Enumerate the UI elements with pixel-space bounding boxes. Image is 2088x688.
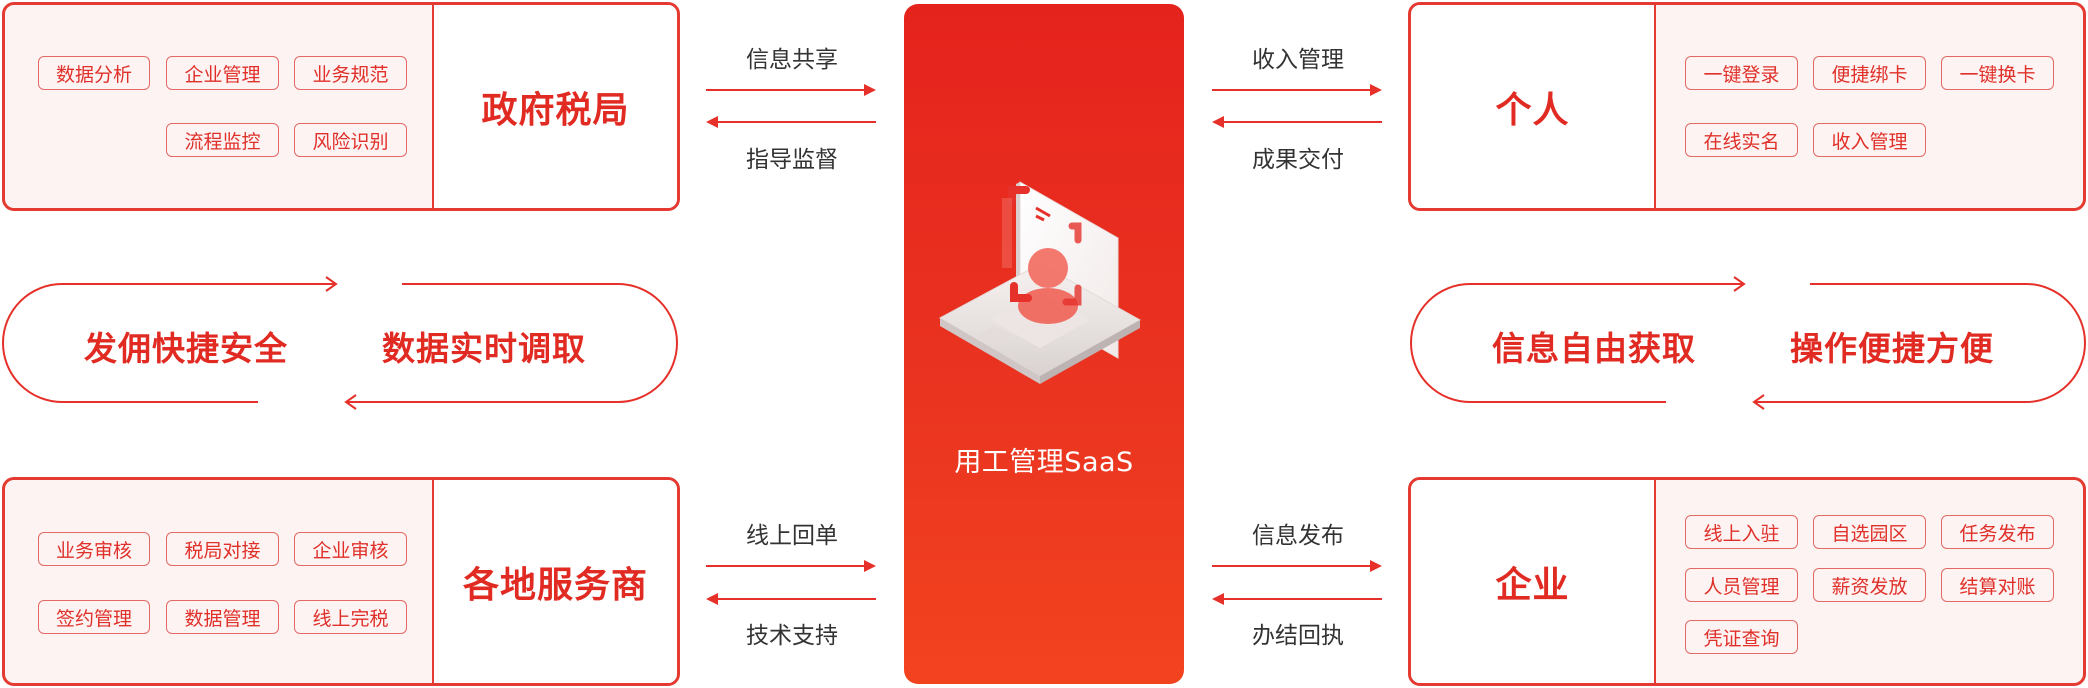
tag: 一键换卡 bbox=[1941, 56, 2054, 90]
providers-title-panel: 各地服务商 bbox=[432, 480, 677, 683]
tag: 便捷绑卡 bbox=[1813, 56, 1926, 90]
tag: 风险识别 bbox=[294, 123, 407, 157]
tag: 结算对账 bbox=[1941, 568, 2054, 602]
arrow-left-icon bbox=[706, 116, 876, 128]
tag: 企业管理 bbox=[166, 56, 279, 90]
tag: 签约管理 bbox=[38, 600, 150, 634]
arrow-right-icon bbox=[1212, 560, 1382, 572]
flow-label-delivery: 成果交付 bbox=[1252, 147, 1344, 173]
tag: 流程监控 bbox=[166, 123, 279, 157]
pill-text-realtime-data: 数据实时调取 bbox=[382, 329, 586, 368]
flow-label-receipt-back: 办结回执 bbox=[1252, 623, 1344, 649]
flow-label-tech-support: 技术支持 bbox=[746, 623, 838, 649]
providers-card: 各地服务商 业务审核 税局对接 企业审核 签约管理 数据管理 线上完税 bbox=[2, 477, 680, 686]
flow-label-info-share: 信息共享 bbox=[746, 47, 838, 73]
providers-title: 各地服务商 bbox=[462, 564, 648, 606]
flow-label-income-mgmt: 收入管理 bbox=[1252, 47, 1344, 73]
tag: 企业审核 bbox=[294, 532, 407, 566]
center-platform-title: 用工管理SaaS bbox=[954, 447, 1134, 478]
flow-label-info-publish: 信息发布 bbox=[1252, 523, 1344, 549]
tag: 税局对接 bbox=[166, 532, 279, 566]
enterprise-title-panel: 企业 bbox=[1411, 480, 1656, 683]
flow-label-online-receipt: 线上回单 bbox=[746, 523, 838, 549]
tag: 一键登录 bbox=[1685, 56, 1798, 90]
tag: 业务审核 bbox=[38, 532, 150, 566]
personal-title-panel: 个人 bbox=[1411, 5, 1656, 208]
flow-label-guidance: 指导监督 bbox=[746, 147, 838, 173]
arrow-right-icon bbox=[706, 84, 876, 96]
pill-text-easy-operation: 操作便捷方便 bbox=[1790, 329, 1994, 368]
tag: 在线实名 bbox=[1685, 123, 1798, 157]
enterprise-card: 企业 线上入驻 自选园区 任务发布 人员管理 薪资发放 结算对账 凭证查询 bbox=[1408, 477, 2086, 686]
gov-tax-title-panel: 政府税局 bbox=[432, 5, 677, 208]
tag: 数据管理 bbox=[166, 600, 279, 634]
tag: 自选园区 bbox=[1813, 515, 1926, 549]
pill-text-free-info: 信息自由获取 bbox=[1492, 329, 1696, 368]
tag: 线上完税 bbox=[294, 600, 407, 634]
tag: 业务规范 bbox=[294, 56, 407, 90]
arrow-right-icon bbox=[706, 560, 876, 572]
tag: 收入管理 bbox=[1813, 123, 1926, 157]
arrow-left-icon bbox=[706, 593, 876, 605]
left-cycle-loop bbox=[2, 276, 678, 410]
personal-card: 个人 一键登录 便捷绑卡 一键换卡 在线实名 收入管理 bbox=[1408, 2, 2086, 211]
enterprise-title: 企业 bbox=[1495, 564, 1570, 606]
arrow-left-icon bbox=[1212, 593, 1382, 605]
tag: 薪资发放 bbox=[1813, 568, 1926, 602]
tag: 数据分析 bbox=[38, 56, 150, 90]
tag: 人员管理 bbox=[1685, 568, 1798, 602]
laptop-illustration bbox=[938, 181, 1142, 384]
pill-text-fast-payment: 发佣快捷安全 bbox=[84, 329, 288, 368]
gov-tax-card: 政府税局 数据分析 企业管理 业务规范 流程监控 风险识别 bbox=[2, 2, 680, 211]
arrow-left-icon bbox=[1212, 116, 1382, 128]
arrow-right-icon bbox=[1212, 84, 1382, 96]
personal-title: 个人 bbox=[1495, 89, 1570, 131]
tag: 任务发布 bbox=[1941, 515, 2054, 549]
tag: 凭证查询 bbox=[1685, 620, 1798, 654]
gov-tax-title: 政府税局 bbox=[481, 89, 630, 131]
tag: 线上入驻 bbox=[1685, 515, 1798, 549]
right-cycle-loop bbox=[1410, 276, 2086, 410]
